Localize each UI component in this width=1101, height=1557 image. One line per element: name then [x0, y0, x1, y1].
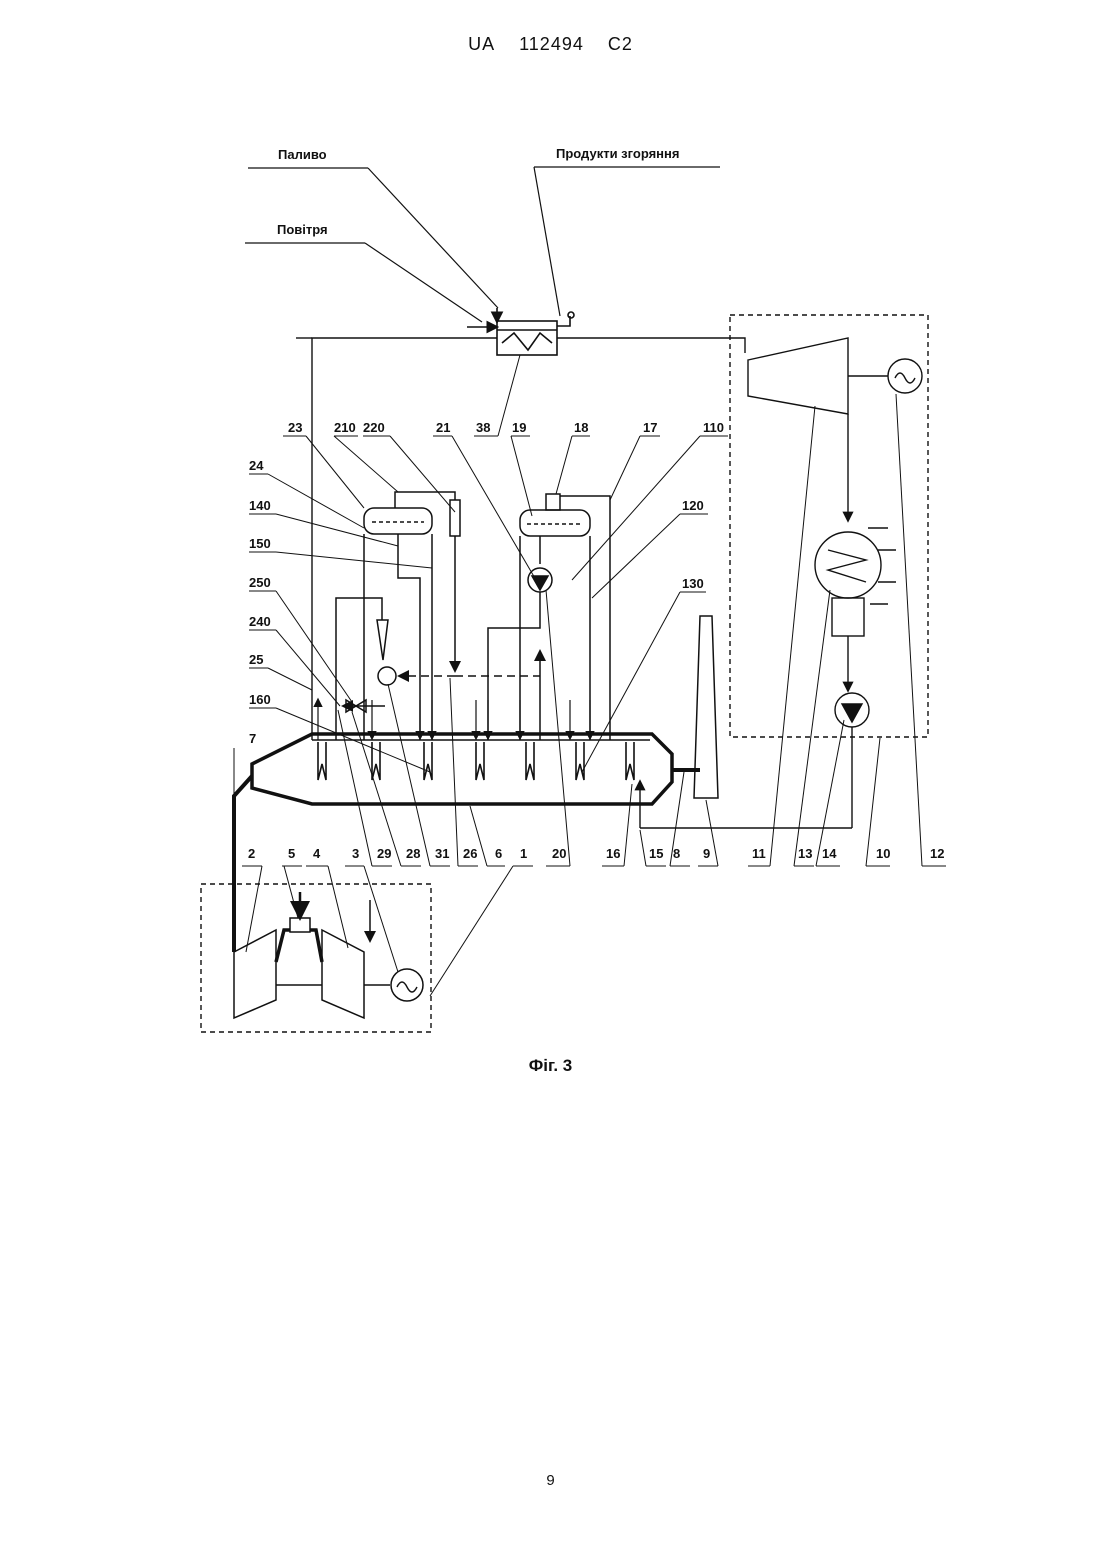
combustion-products-label: Продукти згоряння: [556, 146, 679, 161]
label-10: 10: [876, 846, 890, 861]
label-25: 25: [249, 652, 263, 667]
label-9: 9: [703, 846, 710, 861]
label-210: 210: [334, 420, 356, 435]
label-21: 21: [436, 420, 450, 435]
label-11: 11: [752, 846, 766, 861]
fuel-label: Паливо: [278, 147, 327, 162]
label-13: 13: [798, 846, 812, 861]
label-23: 23: [288, 420, 302, 435]
label-20: 20: [552, 846, 566, 861]
schematic-diagram: Паливо Продукти згоряння Повітря: [0, 0, 1101, 1120]
label-12: 12: [930, 846, 944, 861]
label-5: 5: [288, 846, 295, 861]
drum-low-pressure: [336, 492, 460, 740]
label-240: 240: [249, 614, 271, 629]
label-24: 24: [249, 458, 264, 473]
burner-heat-exchanger: [467, 308, 574, 355]
label-140: 140: [249, 498, 271, 513]
label-120: 120: [682, 498, 704, 513]
label-18: 18: [574, 420, 588, 435]
top-annotations: [245, 167, 720, 322]
label-16: 16: [606, 846, 620, 861]
label-160: 160: [249, 692, 271, 707]
bottom-number-labels: 2 5 4 3 29 28 31 26 6 1 20 16 15 8 9 11 …: [248, 846, 944, 861]
label-29: 29: [377, 846, 391, 861]
label-7: 7: [249, 731, 256, 746]
label-14: 14: [822, 846, 837, 861]
label-3: 3: [352, 846, 359, 861]
label-6: 6: [495, 846, 502, 861]
label-38: 38: [476, 420, 490, 435]
label-8: 8: [673, 846, 680, 861]
label-250: 250: [249, 575, 271, 590]
exhaust-stack: [672, 616, 718, 798]
label-19: 19: [512, 420, 526, 435]
label-28: 28: [406, 846, 420, 861]
upper-number-labels: 23 210 220 21 38 19 18 17 110 120 24 140…: [249, 420, 724, 746]
label-2: 2: [248, 846, 255, 861]
gas-turbine-unit: [201, 776, 431, 1032]
page-number: 9: [0, 1472, 1101, 1489]
air-label: Повітря: [277, 222, 328, 237]
label-220: 220: [363, 420, 385, 435]
label-4: 4: [313, 846, 321, 861]
label-15: 15: [649, 846, 663, 861]
label-26: 26: [463, 846, 477, 861]
steam-turbine-unit: [640, 315, 928, 828]
heat-recovery-boiler: [252, 700, 672, 804]
label-150: 150: [249, 536, 271, 551]
label-130: 130: [682, 576, 704, 591]
label-17: 17: [643, 420, 657, 435]
label-1: 1: [520, 846, 527, 861]
label-31: 31: [435, 846, 449, 861]
drum-high-pressure: [455, 494, 610, 740]
figure-caption: Фіг. 3: [0, 1056, 1101, 1076]
label-110: 110: [703, 420, 724, 435]
